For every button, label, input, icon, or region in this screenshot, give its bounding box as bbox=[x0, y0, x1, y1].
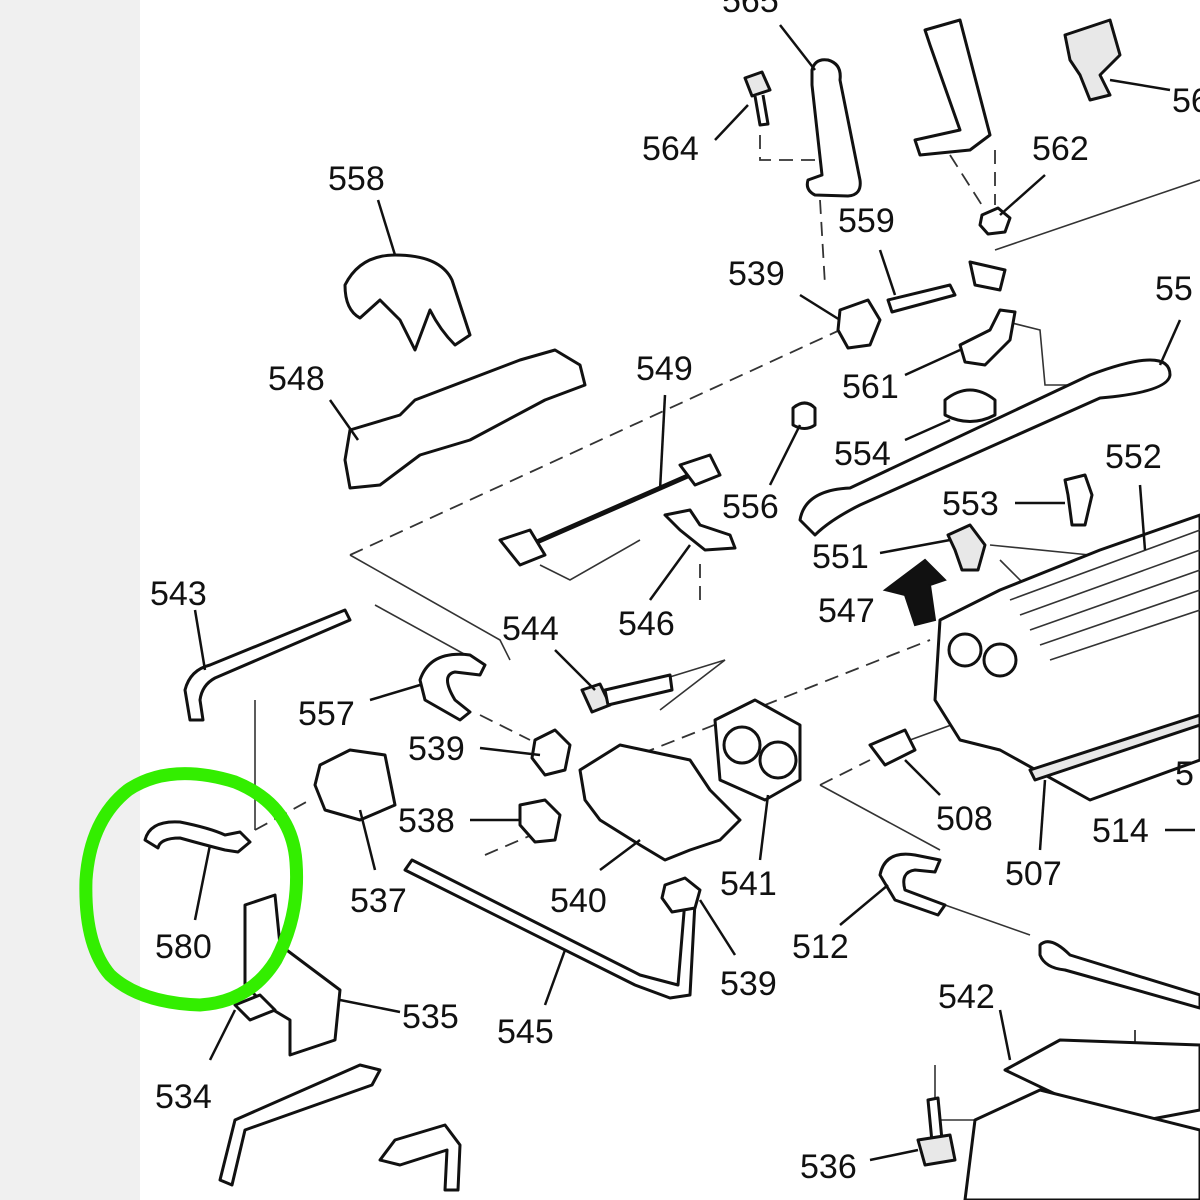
part-565-bracket bbox=[805, 58, 862, 198]
part-553-stud bbox=[1063, 473, 1094, 527]
manifold-port-b bbox=[982, 642, 1018, 678]
part-544-bolt bbox=[580, 673, 674, 714]
label-545: 545 bbox=[497, 1013, 554, 1051]
part-539-clip-middle bbox=[530, 728, 572, 777]
label-55: 55 bbox=[1155, 270, 1193, 308]
label-548: 548 bbox=[268, 360, 325, 398]
part-507-rail bbox=[1028, 713, 1200, 782]
label-559: 559 bbox=[838, 202, 895, 240]
label-547: 547 bbox=[818, 592, 875, 630]
part-562-nut bbox=[978, 206, 1012, 236]
part-512-hose bbox=[878, 852, 947, 917]
part-539-clip-upper bbox=[836, 298, 882, 350]
label-541: 541 bbox=[720, 865, 777, 903]
part-540-throttle-body bbox=[578, 743, 742, 862]
part-547-arrow bbox=[882, 558, 947, 627]
label-543: 543 bbox=[150, 575, 207, 613]
label-538: 538 bbox=[398, 802, 455, 840]
part-548-shield bbox=[343, 348, 587, 490]
part-537-solenoid bbox=[313, 748, 397, 822]
page-margin bbox=[0, 0, 140, 1200]
label-540: 540 bbox=[550, 882, 607, 920]
label-557: 557 bbox=[298, 695, 355, 733]
part-561-elbow bbox=[958, 308, 1017, 367]
part-508-fitting bbox=[868, 728, 917, 767]
highlight-circle bbox=[79, 767, 304, 1012]
part-558-cover bbox=[343, 253, 472, 352]
part-lower-engine bbox=[963, 1088, 1200, 1200]
part-552-intake-manifold bbox=[933, 513, 1200, 802]
part-539-clip-lower bbox=[660, 876, 702, 914]
part-545-pipe bbox=[403, 858, 697, 1000]
label-507: 507 bbox=[1005, 855, 1062, 893]
label-553: 553 bbox=[942, 485, 999, 523]
assembly-guide-lines bbox=[254, 135, 1200, 1121]
label-539-middle: 539 bbox=[408, 730, 465, 768]
label-514: 514 bbox=[1092, 812, 1149, 850]
label-542: 542 bbox=[938, 978, 995, 1016]
label-552: 552 bbox=[1105, 438, 1162, 476]
part-551-bolt bbox=[946, 523, 987, 572]
label-558: 558 bbox=[328, 160, 385, 198]
part-556-cap bbox=[791, 401, 817, 430]
label-546: 546 bbox=[618, 605, 675, 643]
label-551: 551 bbox=[812, 538, 869, 576]
part-lower-tube-2 bbox=[378, 1123, 462, 1192]
part-580-hose bbox=[143, 820, 252, 854]
label-537: 537 bbox=[350, 882, 407, 920]
label-562: 562 bbox=[1032, 130, 1089, 168]
label-539-lower: 539 bbox=[720, 965, 777, 1003]
leader-lines bbox=[193, 24, 1195, 1162]
part-557-hose bbox=[418, 652, 487, 722]
label-549: 549 bbox=[636, 350, 693, 388]
part-554-grommet bbox=[943, 388, 997, 423]
label-534: 534 bbox=[155, 1078, 212, 1116]
part-538-clip bbox=[518, 798, 562, 844]
label-561: 561 bbox=[842, 368, 899, 406]
part-56-valve bbox=[1063, 18, 1122, 102]
label-535: 535 bbox=[402, 998, 459, 1036]
manifold-port-a bbox=[947, 632, 983, 668]
part-labels: 565 564 562 56 558 559 539 55 548 549 56… bbox=[150, 0, 1200, 1186]
part-right-pipe bbox=[1038, 940, 1200, 1010]
label-580: 580 bbox=[155, 928, 212, 966]
part-564-bolt bbox=[743, 70, 772, 127]
label-544: 544 bbox=[502, 610, 559, 648]
part-534-stud bbox=[233, 993, 277, 1022]
label-5: 5 bbox=[1175, 755, 1194, 793]
label-56: 56 bbox=[1172, 82, 1200, 120]
part-546-fitting bbox=[663, 508, 737, 552]
label-508: 508 bbox=[936, 800, 993, 838]
part-541-port-a bbox=[722, 725, 762, 765]
part-55-hose bbox=[798, 358, 1172, 537]
part-549-sensor-lead bbox=[498, 453, 722, 567]
label-564: 564 bbox=[642, 130, 699, 168]
part-536-bolt bbox=[916, 1096, 957, 1167]
part-lower-tube bbox=[218, 1063, 382, 1187]
label-565: 565 bbox=[722, 0, 779, 20]
label-556: 556 bbox=[722, 488, 779, 526]
parts-artwork bbox=[143, 18, 1200, 1200]
label-554: 554 bbox=[834, 435, 891, 473]
label-536: 536 bbox=[800, 1148, 857, 1186]
label-512: 512 bbox=[792, 928, 849, 966]
part-541-port-b bbox=[758, 740, 798, 780]
part-bracket-upper bbox=[913, 18, 992, 157]
manifold-fins bbox=[1009, 529, 1200, 661]
label-539-upper: 539 bbox=[728, 255, 785, 293]
part-543-hose bbox=[183, 608, 352, 722]
part-559-rod bbox=[886, 260, 1007, 314]
